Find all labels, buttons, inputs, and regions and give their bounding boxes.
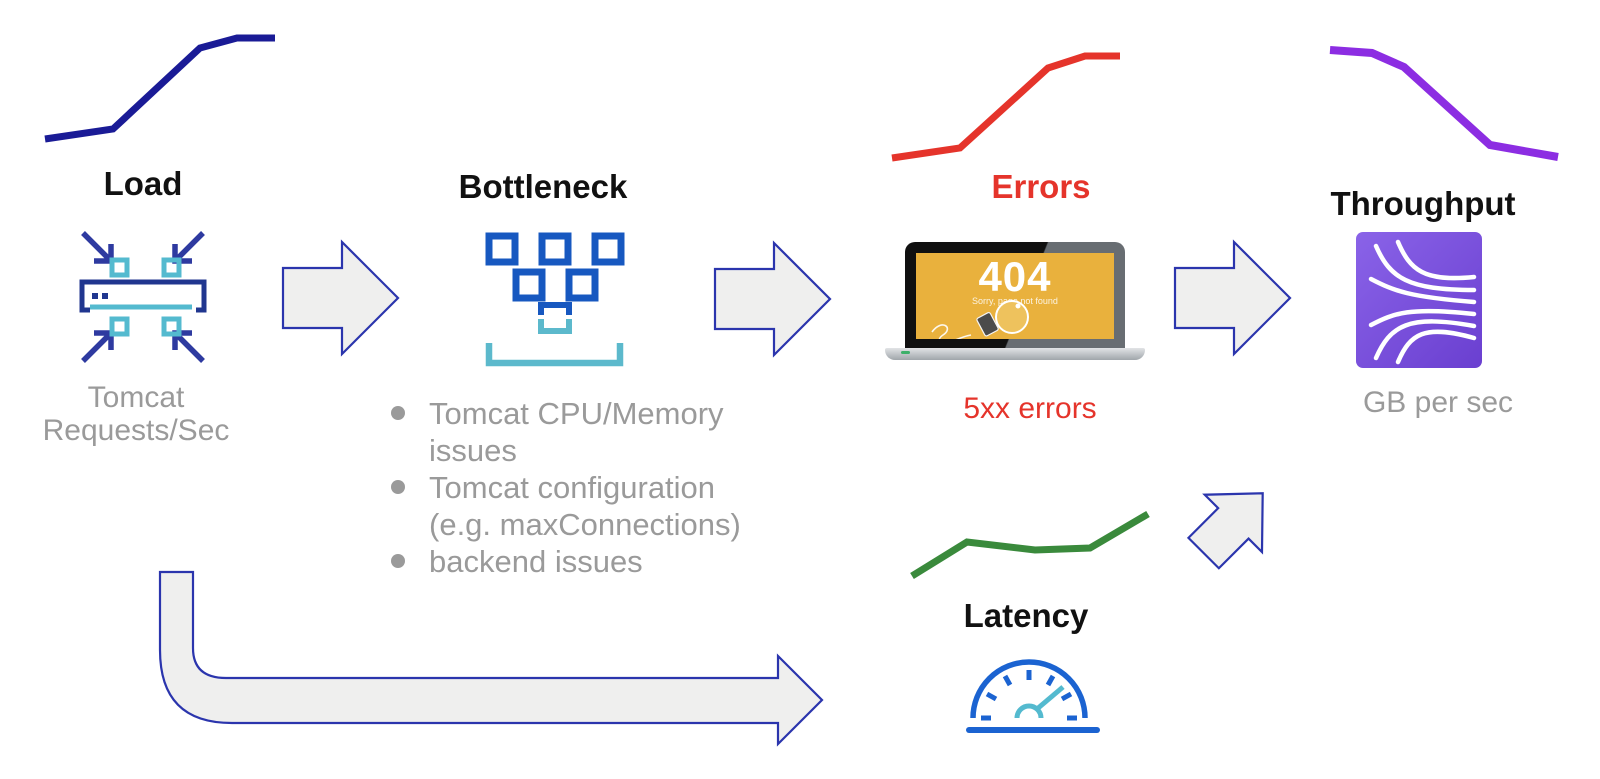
latency-title: Latency: [963, 597, 1089, 634]
errors-sparkline: [891, 52, 1120, 162]
bulb-glass: [995, 300, 1029, 334]
errors-trend-line: [891, 52, 1120, 162]
load-title: Load: [103, 165, 183, 202]
throughput-trend-line: [1329, 46, 1559, 161]
bulb-highlight: [1015, 303, 1021, 309]
gauge-needle: [1014, 685, 1065, 719]
latency-sparkline: [910, 510, 1150, 579]
list-item: Tomcat configuration (e.g. maxConnection…: [383, 469, 793, 543]
bulb-socket: [976, 311, 999, 337]
server-bar: [79, 279, 207, 313]
right-arrow-icon: [281, 239, 400, 357]
right-arrow-icon: [1173, 239, 1292, 357]
throughput-sparkline: [1329, 46, 1559, 161]
elbow-arrow-icon: [158, 570, 824, 747]
arrow-load-to-latency-bent: [158, 570, 824, 747]
laptop-404-icon: 404 Sorry, page not found: [885, 242, 1145, 360]
traffic-streams-icon: [1356, 232, 1482, 368]
bullet-icon: [391, 554, 405, 568]
arrow-errors-to-throughput: [1173, 239, 1292, 357]
up-right-arrow-icon: [1186, 492, 1264, 570]
inward-arrows: [81, 231, 205, 363]
throughput-title: Throughput: [1330, 185, 1516, 222]
errors-caption: 5xx errors: [963, 392, 1097, 425]
errors-title: Errors: [991, 168, 1091, 205]
latency-trend-line: [910, 510, 1150, 579]
stream-lines: [1368, 239, 1477, 365]
cord-squiggle: [931, 324, 972, 339]
laptop-base: [885, 348, 1145, 360]
error-code-text: 404: [978, 253, 1052, 300]
bullet-label: Tomcat configuration (e.g. maxConnection…: [429, 470, 741, 542]
bottleneck-title: Bottleneck: [458, 168, 628, 205]
bullet-icon: [391, 406, 405, 420]
unplugged-bulb-illustration: [931, 300, 1029, 339]
laptop-bezel: 404 Sorry, page not found: [905, 242, 1125, 350]
load-sparkline: [44, 34, 275, 143]
speedometer-icon: [966, 659, 1100, 733]
list-item: backend issues: [383, 543, 793, 580]
list-item: Tomcat CPU/Memory issues: [383, 395, 793, 469]
bottleneck-bullet-list: Tomcat CPU/Memory issues Tomcat configur…: [383, 395, 793, 580]
bullet-label: Tomcat CPU/Memory issues: [429, 396, 724, 468]
throughput-caption: GB per sec: [1362, 386, 1514, 419]
laptop-screen: 404 Sorry, page not found: [916, 253, 1114, 339]
load-caption: Tomcat Requests/Sec: [42, 381, 230, 447]
gauge-dial: [966, 659, 1100, 733]
right-arrow-icon: [713, 240, 832, 358]
load-balancer-icon: [79, 231, 207, 363]
queued-requests: [485, 232, 625, 302]
bullet-icon: [391, 480, 405, 494]
arrow-latency-to-errors: [1186, 492, 1264, 570]
port-squares: [90, 257, 192, 337]
load-trend-line: [44, 34, 275, 143]
arrow-load-to-bottleneck: [281, 239, 400, 357]
arrow-bottleneck-to-errors: [713, 240, 832, 358]
choke-point-top: [538, 302, 572, 315]
bullet-label: backend issues: [429, 544, 643, 579]
funnel-hierarchy-icon: [485, 232, 625, 367]
laptop-led: [901, 351, 910, 354]
server-dot: [92, 293, 98, 299]
server-dot: [102, 293, 108, 299]
choke-point-bottom: [485, 319, 624, 367]
